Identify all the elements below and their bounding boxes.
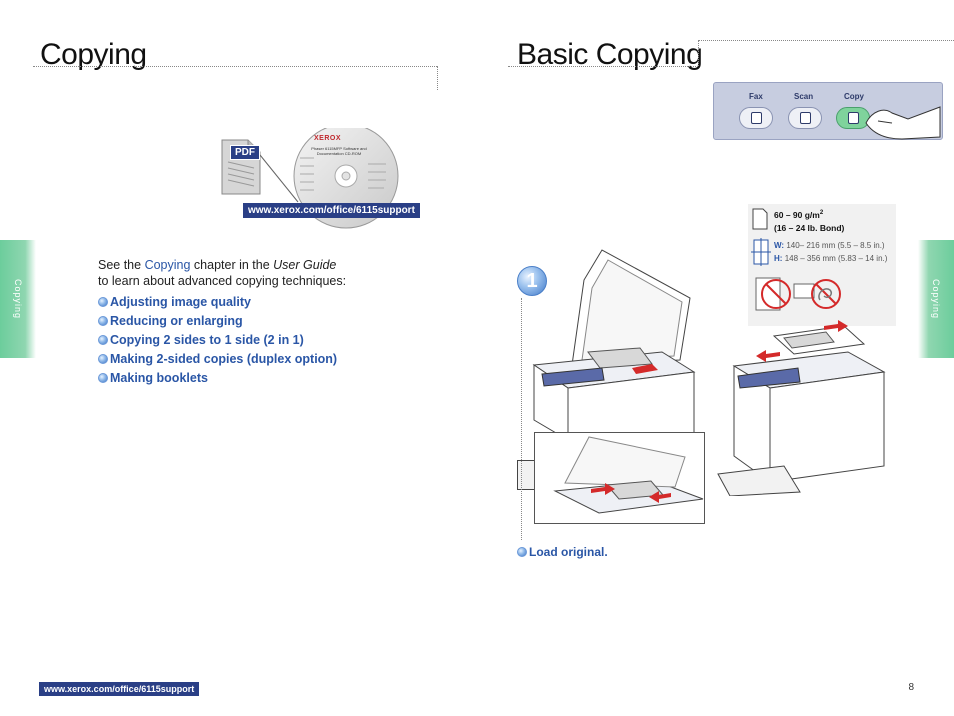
side-tab-right: Copying [918, 240, 954, 358]
paper-bond: (16 – 24 lb. Bond) [774, 223, 845, 233]
inset-glass-illustration [534, 432, 705, 524]
page-title-copying: Copying [40, 38, 147, 71]
title-rule-right-top [698, 40, 954, 41]
title-rule-right-join [698, 40, 699, 66]
list-item[interactable]: Adjusting image quality [98, 292, 337, 311]
pointer-line [255, 149, 299, 203]
paper-spec-box: 60 – 90 g/m2 (16 – 24 lb. Bond) W: 140– … [748, 204, 896, 326]
list-item[interactable]: Making 2-sided copies (duplex option) [98, 349, 337, 368]
user-guide-ref: User Guide [273, 258, 337, 272]
copy-button[interactable] [836, 107, 870, 129]
control-panel-buttons: Fax Scan Copy [713, 82, 943, 140]
bullet-icon [517, 547, 527, 557]
scan-button[interactable] [788, 107, 822, 129]
intro-text: See the Copying chapter in the User Guid… [98, 258, 347, 288]
fax-button[interactable] [739, 107, 773, 129]
bullet-icon [98, 296, 108, 307]
bullet-icon [98, 372, 108, 383]
copying-chapter-link[interactable]: Copying [144, 258, 191, 272]
step-number-badge: 1 [517, 266, 547, 296]
copy-label: Copy [844, 92, 864, 101]
page-number: 8 [908, 682, 914, 693]
pressing-hand-icon [865, 106, 941, 140]
cd-brand-logo: XEROX [314, 135, 342, 142]
cd-disc-icon [293, 128, 399, 229]
cd-illustration [221, 128, 399, 229]
list-item[interactable]: Making booklets [98, 368, 337, 387]
fax-label: Fax [749, 92, 763, 101]
copy-techniques-list: Adjusting image quality Reducing or enla… [98, 292, 337, 387]
side-tab-left: Copying [0, 240, 36, 358]
cd-label-text: Phaser 6115MFP Software and Documentatio… [311, 146, 367, 156]
list-item[interactable]: Reducing or enlarging [98, 311, 337, 330]
paper-weight: 60 – 90 g/m2 [774, 210, 824, 220]
no-envelope-no-clips-icons [755, 277, 841, 311]
bullet-icon [98, 315, 108, 326]
paper-height: H: 148 – 356 mm (5.83 – 14 in.) [774, 254, 888, 263]
printer-adf-illustration [717, 320, 886, 496]
document-on-glass-icon [553, 436, 704, 514]
step-caption: Load original. [517, 545, 608, 559]
paper-sheet-icon [752, 208, 768, 230]
bullet-icon [98, 334, 108, 345]
title-rule-right [508, 66, 698, 67]
list-item[interactable]: Copying 2 sides to 1 side (2 in 1) [98, 330, 337, 349]
title-rule-left [33, 66, 437, 67]
copy-icon [848, 112, 859, 124]
printer-lid-open-illustration [532, 249, 696, 440]
scan-icon [800, 112, 811, 124]
page-title-basic-copying: Basic Copying [517, 38, 703, 71]
title-rule-left-end [437, 66, 438, 90]
footer-support-url[interactable]: www.xerox.com/office/6115support [39, 682, 200, 696]
step-guide-line [521, 298, 522, 540]
scan-label: Scan [794, 92, 814, 101]
paper-width: W: 140– 216 mm (5.5 – 8.5 in.) [774, 241, 885, 250]
cd-support-url[interactable]: www.xerox.com/office/6115support [243, 203, 420, 218]
paper-dimensions-icon [751, 238, 771, 266]
pdf-badge: PDF [230, 145, 260, 160]
bullet-icon [98, 353, 108, 364]
fax-icon [751, 112, 762, 124]
